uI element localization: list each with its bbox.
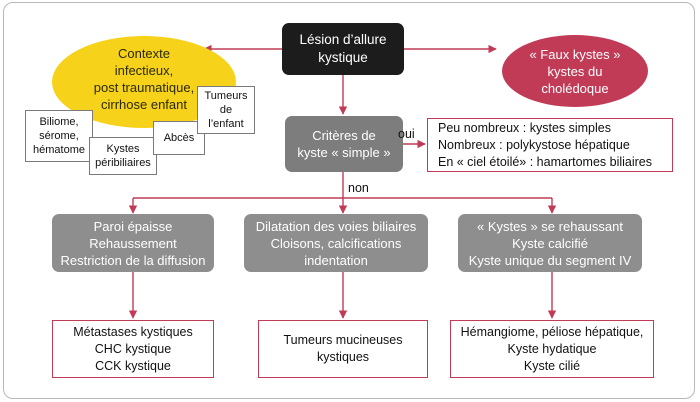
branch-2-criteria-line-3: indentation — [304, 252, 368, 268]
root-line-1: Lésion d’allure — [299, 32, 387, 47]
tumeurs-line-1: Tumeurs — [204, 90, 248, 102]
branch-3-criteria: « Kystes » se rehaussant Kyste calcifié … — [458, 214, 642, 272]
branch-2-criteria-line-1: Dilatation des voies biliaires — [255, 218, 417, 234]
context-line-3: post traumatique, — [93, 80, 195, 95]
simple-result-3: En « ciel étoilé» : hamartomes biliaires — [438, 154, 652, 169]
oui-label: oui — [398, 127, 415, 141]
false-cysts-ellipse: « Faux kystes » kystes du cholédoque — [502, 35, 648, 107]
peribiliaires-line-1: Kystes — [106, 143, 140, 155]
peribiliaires-line-2: péribiliaires — [95, 157, 151, 169]
context-item-biliome: Biliome, sérome, hématome — [25, 110, 93, 162]
branch-3-criteria-line-3: Kyste unique du segment IV — [468, 252, 632, 268]
branch-2-criteria: Dilatation des voies biliaires Cloisons,… — [244, 214, 428, 272]
simple-result-1: Peu nombreux : kystes simples — [438, 120, 611, 135]
criteria-node: Critères de kyste « simple » — [285, 116, 403, 172]
branch-3-criteria-line-1: « Kystes » se rehaussant — [477, 218, 623, 234]
criteria-line-2: kyste « simple » — [297, 145, 391, 160]
false-cysts-line-3: cholédoque — [541, 80, 609, 96]
branch-2-result-line-2: kystiques — [316, 350, 370, 364]
branch-2-result-line-1: Tumeurs mucineuses — [283, 333, 403, 347]
branch-3-result-line-3: Kyste cilié — [523, 358, 581, 373]
branch-2-criteria-line-2: Cloisons, calcifications — [270, 235, 402, 251]
branch-1-criteria-line-3: Restriction de la diffusion — [60, 252, 206, 268]
context-line-1: Contexte — [117, 46, 171, 61]
biliome-line-1: Biliome, — [39, 116, 79, 128]
false-cysts-line-2: kystes du — [547, 63, 603, 79]
context-item-kystes-peribiliaires: Kystes péribiliaires — [89, 137, 157, 175]
tumeurs-line-2: de — [219, 104, 233, 116]
biliome-line-2: sérome, — [39, 130, 79, 142]
false-cysts-line-1: « Faux kystes » — [529, 46, 621, 62]
branch-3-result-line-1: Hémangiome, péliose hépatique, — [460, 324, 644, 339]
branch-1-result-line-3: CCK kystique — [95, 358, 171, 373]
branch-1-result: Métastases kystiques CHC kystique CCK ky… — [52, 320, 214, 378]
branch-3-result-line-2: Kyste hydatique — [507, 341, 597, 356]
abces-line-1: Abcès — [163, 132, 195, 144]
biliome-line-3: hématome — [33, 144, 85, 156]
root-node: Lésion d’allure kystique — [282, 23, 404, 75]
simple-results-box: Peu nombreux : kystes simples Nombreux :… — [427, 118, 673, 172]
branch-3-criteria-line-2: Kyste calcifié — [512, 235, 588, 251]
context-item-tumeurs-enfant: Tumeurs de l’enfant — [197, 86, 255, 134]
branch-1-criteria: Paroi épaisse Rehaussement Restriction d… — [52, 214, 214, 272]
branch-2-result: Tumeurs mucineuses kystiques — [258, 320, 428, 378]
branch-1-result-line-1: Métastases kystiques — [73, 324, 193, 339]
tumeurs-line-3: l’enfant — [208, 118, 244, 130]
context-ellipse: Contexte infectieux, post traumatique, c… — [52, 36, 236, 128]
context-line-4: cirrhose enfant — [101, 97, 187, 112]
branch-1-criteria-line-1: Paroi épaisse — [93, 218, 173, 234]
non-label: non — [348, 181, 369, 195]
context-item-abces: Abcès — [153, 121, 205, 155]
branch-1-criteria-line-2: Rehaussement — [89, 235, 177, 251]
simple-result-2: Nombreux : polykystose hépatique — [438, 137, 630, 152]
branch-3-result: Hémangiome, péliose hépatique, Kyste hyd… — [450, 320, 654, 378]
context-line-2: infectieux, — [114, 63, 174, 78]
root-line-2: kystique — [318, 50, 368, 65]
criteria-line-1: Critères de — [312, 128, 376, 143]
branch-1-result-line-2: CHC kystique — [94, 341, 172, 356]
